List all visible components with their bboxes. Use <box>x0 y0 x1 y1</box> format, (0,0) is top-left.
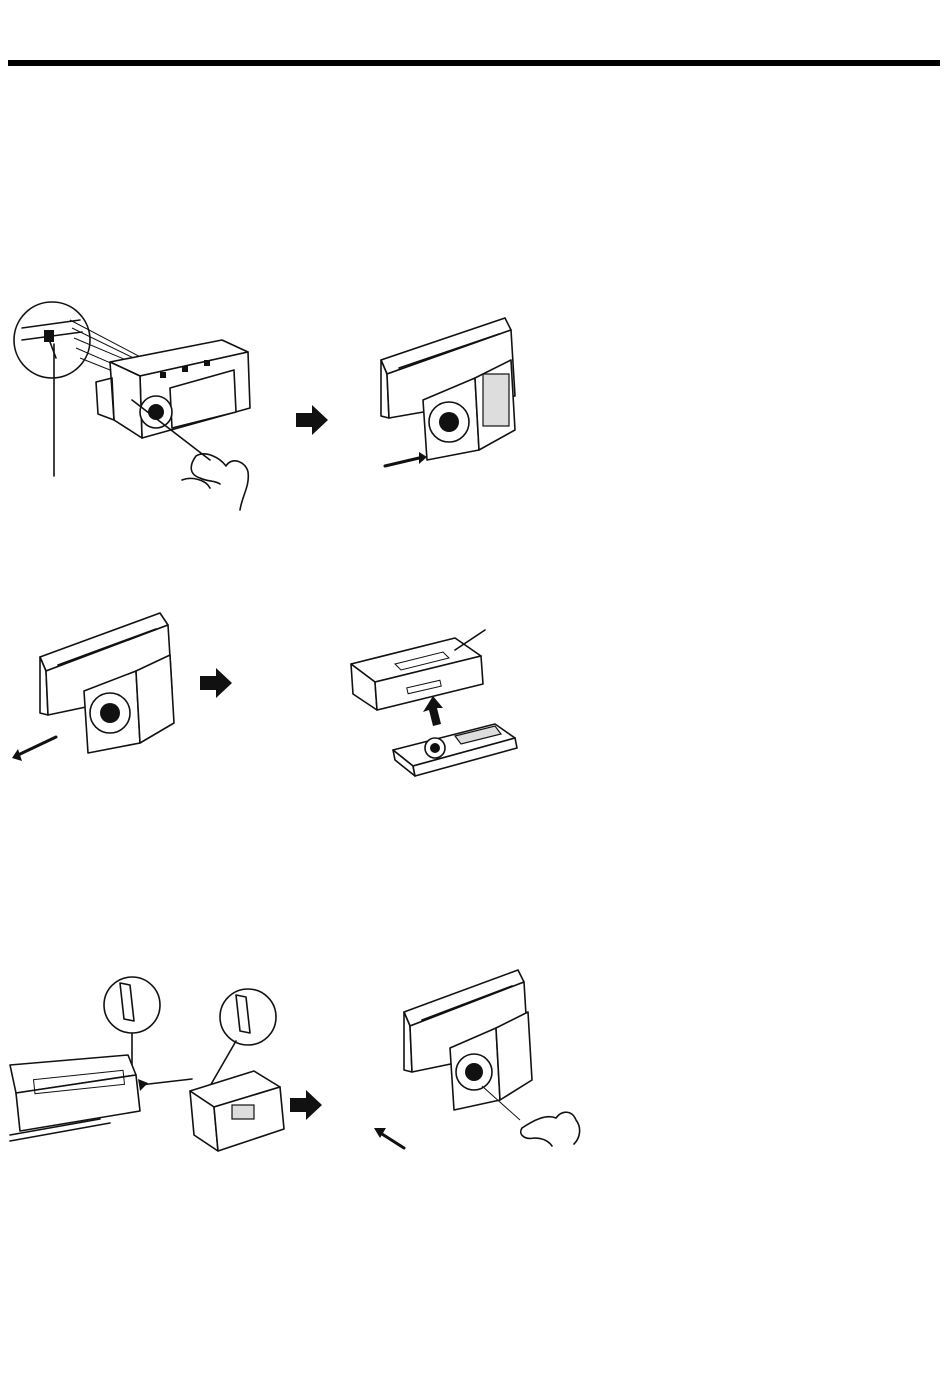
figure-panel-attach <box>10 975 290 1165</box>
figure-panel-removal <box>10 605 185 770</box>
right-arrow-icon <box>200 668 234 698</box>
figure-panel-press-close <box>370 960 590 1155</box>
arrow-step-3 <box>290 1090 324 1120</box>
figure-release-button <box>10 300 270 515</box>
figure-storage-case <box>345 620 525 790</box>
figure-panel-flipped <box>375 300 535 480</box>
arrow-step-1 <box>296 405 330 435</box>
arrow-step-2 <box>200 668 234 698</box>
release-button-icon <box>44 330 54 342</box>
right-arrow-icon <box>296 405 330 435</box>
header-rule <box>8 60 940 66</box>
right-arrow-icon <box>290 1090 324 1120</box>
